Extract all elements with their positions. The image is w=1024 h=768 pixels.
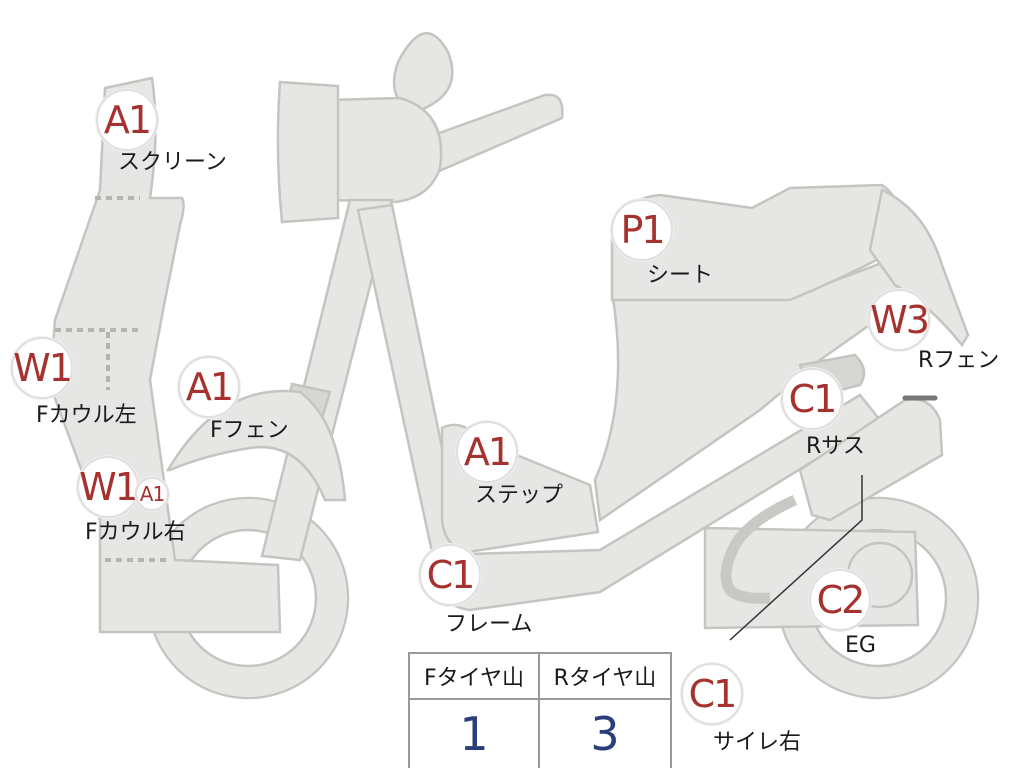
step-label: ステップ [475, 483, 564, 508]
frame-label: フレーム [445, 612, 533, 637]
engine-badge: C2 [809, 569, 871, 631]
cowl-right-label: Fカウル右 [85, 520, 186, 545]
front-tire-value: 1 [410, 700, 540, 768]
rear-fender-label: Rフェン [918, 348, 1000, 373]
tire-tread-table: Fタイヤ山 Rタイヤ山 1 3 [408, 652, 672, 768]
handlebar [418, 93, 564, 177]
headlight [276, 80, 340, 224]
front-fender-badge: A1 [178, 356, 240, 418]
rear-tire-value: 3 [590, 707, 620, 761]
front-fender-label: Fフェン [210, 418, 289, 443]
frame-badge: C1 [419, 544, 481, 606]
front-fender-shape [165, 389, 347, 502]
screen-badge: A1 [96, 89, 158, 151]
cowl-right-badge: W1 [77, 456, 139, 518]
rear-tire-header: Rタイヤ山 [540, 654, 670, 700]
rear-fender-badge: W3 [868, 289, 930, 351]
cowl-right-extra-badge: A1 [135, 477, 169, 511]
step-badge: A1 [456, 421, 518, 483]
rear-suspension-badge: C1 [781, 368, 843, 430]
seat-label: シート [647, 263, 714, 288]
muffler-right-badge: C1 [681, 663, 743, 725]
muffler-right-label: サイレ右 [713, 730, 802, 755]
mirror [392, 32, 454, 114]
front-tire-header: Fタイヤ山 [410, 654, 540, 700]
screen-label: スクリーン [118, 150, 227, 175]
leader-line-muffler [729, 475, 863, 641]
steering-head [328, 96, 443, 204]
seat-badge: P1 [611, 199, 673, 261]
engine-label: EG [845, 633, 876, 658]
exhaust-pipe [720, 494, 798, 604]
rear-suspension-label: Rサス [806, 434, 865, 459]
cowl-left-label: Fカウル左 [36, 403, 137, 428]
cowl-left-badge: W1 [11, 337, 73, 399]
cowl-seam-mid [55, 328, 138, 390]
